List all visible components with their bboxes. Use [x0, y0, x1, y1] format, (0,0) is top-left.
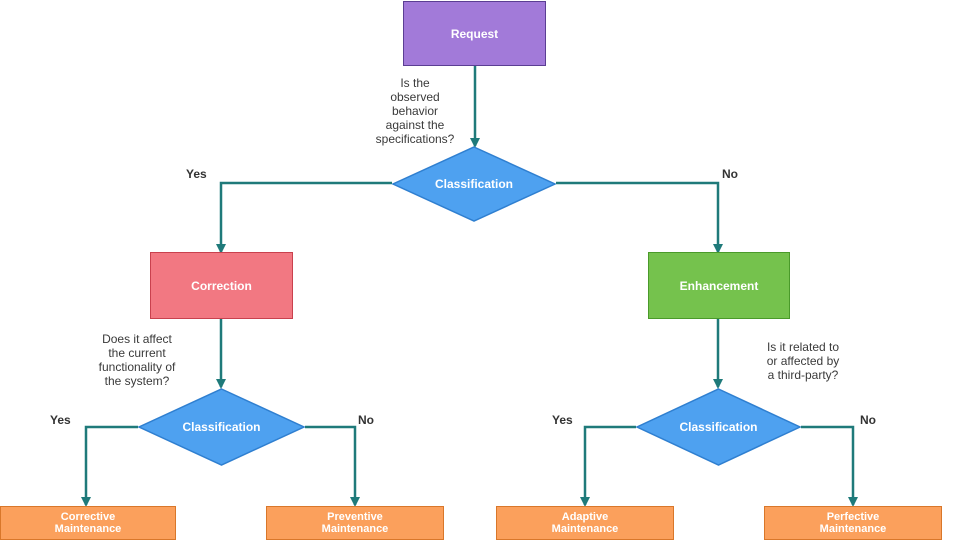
preventive-label-line1: Preventive: [327, 511, 383, 523]
correction-label: Correction: [191, 278, 252, 293]
question-left-line: the system?: [104, 374, 170, 388]
question-top: Is the observed behavior against the spe…: [360, 76, 470, 146]
classification-diamond-top: Classification: [392, 146, 556, 222]
question-top-line: observed: [390, 90, 440, 104]
question-top-line: behavior: [391, 104, 439, 118]
request-node: Request: [403, 1, 546, 66]
perfective-label-line2: Maintenance: [819, 523, 887, 535]
corrective-label-line1: Corrective: [60, 511, 116, 523]
preventive-maintenance-node: Preventive Maintenance: [266, 506, 444, 540]
enhancement-node: Enhancement: [648, 252, 790, 319]
classification-diamond-left: Classification: [138, 388, 305, 466]
classification-left-label: Classification: [182, 420, 261, 434]
question-top-line: specifications?: [375, 132, 455, 146]
question-left: Does it affect the current functionality…: [74, 332, 200, 388]
question-left-line: Does it affect: [102, 332, 172, 346]
request-label: Request: [450, 26, 499, 41]
enhancement-label: Enhancement: [679, 278, 759, 293]
perfective-label-line1: Perfective: [826, 511, 880, 523]
adaptive-label-line2: Maintenance: [551, 523, 619, 535]
question-left-line: the current: [108, 346, 166, 360]
diamond-shape: [392, 146, 556, 222]
question-right-line: a third-party?: [767, 368, 839, 382]
classification-top-label: Classification: [434, 177, 514, 191]
question-right-line: or affected by: [766, 354, 840, 368]
corrective-label-line2: Maintenance: [54, 523, 122, 535]
diamond-shape: [138, 388, 305, 466]
correction-node: Correction: [150, 252, 293, 319]
branch-right-yes: Yes: [552, 413, 573, 427]
branch-left-yes: Yes: [50, 413, 71, 427]
classification-right-label: Classification: [679, 420, 758, 434]
edge-classification-no-to-enhancement: [556, 181, 723, 254]
branch-top-no: No: [722, 167, 738, 181]
question-top-line: Is the: [400, 76, 430, 90]
branch-right-no: No: [860, 413, 876, 427]
perfective-maintenance-node: Perfective Maintenance: [764, 506, 942, 540]
question-right-line: Is it related to: [766, 340, 840, 354]
branch-top-yes: Yes: [186, 167, 207, 181]
edge-classification-yes-to-correction: [216, 181, 392, 254]
question-top-line: against the: [385, 118, 445, 132]
edge-left-yes-to-corrective: [81, 425, 138, 507]
branch-left-no: No: [358, 413, 374, 427]
classification-diamond-right: Classification: [636, 388, 801, 466]
adaptive-maintenance-node: Adaptive Maintenance: [496, 506, 674, 540]
question-left-line: functionality of: [98, 360, 176, 374]
question-right: Is it related to or affected by a third-…: [740, 340, 866, 382]
edge-right-yes-to-adaptive: [580, 425, 636, 507]
diamond-shape: [636, 388, 801, 466]
edge-left-no-to-preventive: [305, 425, 360, 507]
adaptive-label-line1: Adaptive: [561, 511, 609, 523]
corrective-maintenance-node: Corrective Maintenance: [0, 506, 176, 540]
preventive-label-line2: Maintenance: [321, 523, 389, 535]
edge-right-no-to-perfective: [801, 425, 858, 507]
